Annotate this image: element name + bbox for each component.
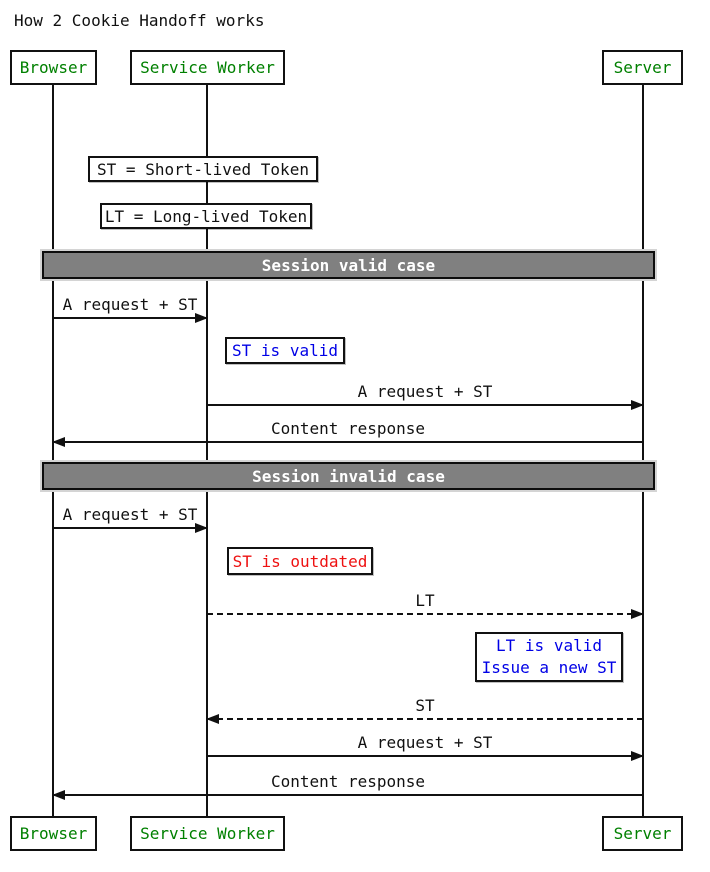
message-content-response-1: Content response	[52, 419, 643, 447]
divider-session-invalid: Session invalid case	[42, 462, 655, 490]
message-label: A request + ST	[357, 733, 493, 752]
message-label: A request + ST	[62, 295, 198, 314]
arrowhead-left-icon	[206, 714, 219, 724]
arrow-line	[52, 437, 643, 447]
message-label: A request + ST	[357, 382, 493, 401]
status-note-lt-valid: LT is valid Issue a new ST	[475, 632, 623, 682]
message-request-st-browser-to-sw-2: A request + ST	[53, 505, 208, 533]
arrow-line	[53, 523, 208, 533]
arrowhead-right-icon	[631, 751, 644, 761]
status-note-line: LT is valid	[496, 636, 602, 655]
arrowhead-right-icon	[631, 400, 644, 410]
status-note-line: Issue a new ST	[481, 658, 617, 677]
message-label: Content response	[270, 772, 426, 791]
arrowhead-right-icon	[195, 523, 208, 533]
message-request-st-sw-to-server-2: A request + ST	[207, 733, 644, 761]
arrow-line	[53, 313, 208, 323]
arrow-line	[207, 400, 644, 410]
lifeline-server	[642, 84, 644, 816]
divider-session-valid: Session valid case	[42, 251, 655, 279]
arrowhead-right-icon	[195, 313, 208, 323]
message-content-response-2: Content response	[52, 772, 643, 800]
lifeline-service-worker	[206, 84, 208, 816]
arrow-line	[52, 790, 643, 800]
diagram-title: How 2 Cookie Handoff works	[14, 11, 265, 30]
message-label: Content response	[270, 419, 426, 438]
arrowhead-right-icon	[631, 609, 644, 619]
message-label: ST	[415, 696, 435, 715]
participant-service-worker-top: Service Worker	[130, 50, 285, 85]
message-lt-sw-to-server: LT	[207, 591, 644, 619]
arrowhead-left-icon	[52, 790, 65, 800]
lifeline-browser	[52, 84, 54, 816]
arrowhead-left-icon	[52, 437, 65, 447]
participant-server-bottom: Server	[602, 816, 683, 851]
arrow-line-dashed	[206, 714, 643, 724]
participant-service-worker-bottom: Service Worker	[130, 816, 285, 851]
note-lt-definition: LT = Long-lived Token	[100, 203, 312, 229]
message-label: LT	[415, 591, 435, 610]
arrow-line-dashed	[207, 609, 644, 619]
status-note-st-valid: ST is valid	[225, 337, 345, 364]
message-st-server-to-sw: ST	[206, 696, 643, 724]
message-request-st-sw-to-server: A request + ST	[207, 382, 644, 410]
participant-server-top: Server	[602, 50, 683, 85]
message-label: A request + ST	[62, 505, 198, 524]
participant-browser-bottom: Browser	[10, 816, 97, 851]
participant-browser-top: Browser	[10, 50, 97, 85]
status-note-st-outdated: ST is outdated	[227, 547, 373, 575]
message-request-st-browser-to-sw: A request + ST	[53, 295, 208, 323]
note-st-definition: ST = Short-lived Token	[88, 156, 318, 182]
arrow-line	[207, 751, 644, 761]
